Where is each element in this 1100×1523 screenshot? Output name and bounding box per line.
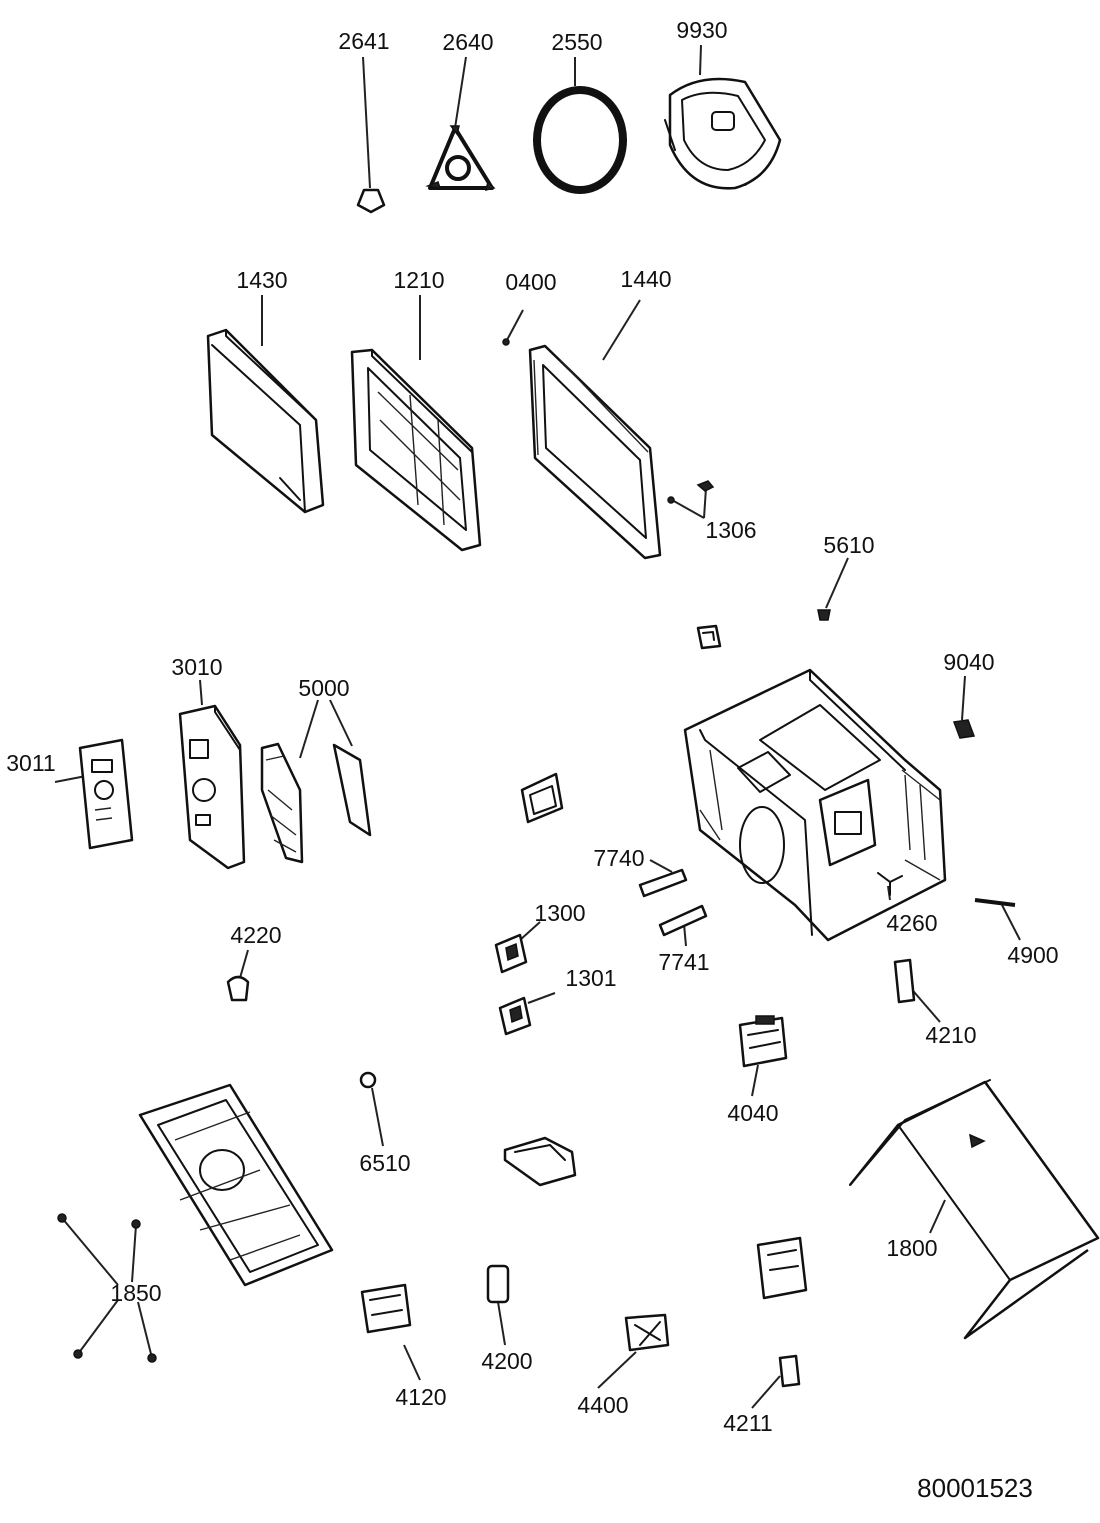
part-bracket-small bbox=[696, 624, 722, 650]
part-1430-door-front-glass bbox=[206, 295, 325, 514]
part-4200-capacitor bbox=[486, 1264, 510, 1346]
part-7741-bracket bbox=[658, 904, 708, 947]
part-2641-coupler bbox=[356, 56, 386, 214]
label-1306: 1306 bbox=[705, 517, 756, 543]
label-4260: 4260 bbox=[886, 910, 937, 936]
part-6510-fan-motor bbox=[359, 1071, 384, 1147]
label-4900: 4900 bbox=[1007, 942, 1058, 968]
part-waveguide-cover bbox=[520, 772, 564, 824]
part-4120-transformer bbox=[360, 1283, 421, 1381]
part-3011-control-label bbox=[54, 738, 134, 850]
part-4211-fuse bbox=[751, 1354, 801, 1409]
part-4400-fan bbox=[597, 1313, 670, 1389]
label-1301: 1301 bbox=[565, 965, 616, 991]
label-2641: 2641 bbox=[338, 28, 389, 54]
part-3010-control-panel bbox=[178, 679, 246, 870]
label-9040: 9040 bbox=[943, 649, 994, 675]
label-4040: 4040 bbox=[727, 1100, 778, 1126]
label-3011: 3011 bbox=[6, 750, 55, 776]
part-4040-magnetron bbox=[738, 1015, 788, 1097]
label-9930: 9930 bbox=[676, 17, 727, 43]
label-1440: 1440 bbox=[620, 266, 671, 292]
part-5610-sensor bbox=[817, 557, 849, 621]
label-6510: 6510 bbox=[359, 1150, 410, 1176]
label-4120: 4120 bbox=[395, 1384, 446, 1410]
part-9040-fuse bbox=[952, 675, 976, 739]
part-0400-screw bbox=[502, 309, 524, 346]
label-2640: 2640 bbox=[442, 29, 493, 55]
part-9930-steam-container bbox=[664, 44, 782, 190]
label-5610: 5610 bbox=[823, 532, 874, 558]
label-4220: 4220 bbox=[230, 922, 281, 948]
part-stirrer-bracket bbox=[503, 1136, 577, 1187]
part-4260-thermostat bbox=[877, 872, 903, 901]
part-1850-screws bbox=[57, 1213, 157, 1363]
part-1300-switch bbox=[494, 921, 541, 974]
label-4200: 4200 bbox=[481, 1348, 532, 1374]
part-2640-roller-support bbox=[425, 56, 496, 192]
label-2550: 2550 bbox=[551, 29, 602, 55]
label-1430: 1430 bbox=[236, 267, 287, 293]
label-7740: 7740 bbox=[593, 845, 644, 871]
label-1300: 1300 bbox=[534, 900, 585, 926]
label-4211: 4211 bbox=[723, 1410, 772, 1436]
part-2550-roller-ring bbox=[533, 57, 627, 194]
part-labels: 2641 2640 2550 9930 1430 1210 0400 1440 … bbox=[6, 17, 1058, 1503]
document-number: 80001523 bbox=[917, 1473, 1033, 1503]
label-4210: 4210 bbox=[925, 1022, 976, 1048]
label-0400: 0400 bbox=[505, 269, 556, 295]
part-4220-lamp bbox=[226, 949, 250, 1002]
part-1306-hinge bbox=[667, 480, 715, 519]
part-5000-pcb bbox=[260, 699, 372, 864]
label-1800: 1800 bbox=[886, 1235, 937, 1261]
part-7740-bracket bbox=[638, 859, 688, 898]
label-7741: 7741 bbox=[658, 949, 709, 975]
part-4210-fuse-holder bbox=[893, 958, 941, 1023]
label-1210: 1210 bbox=[393, 267, 444, 293]
part-1210-door-frame bbox=[350, 295, 482, 552]
part-1440-door-choke-frame bbox=[528, 299, 662, 560]
label-1850: 1850 bbox=[110, 1280, 161, 1306]
part-1800-outer-casing bbox=[849, 1079, 1100, 1340]
part-base-plate bbox=[138, 1083, 334, 1287]
part-motor-bracket bbox=[756, 1236, 808, 1300]
part-cavity-assembly bbox=[683, 668, 947, 942]
part-4900-cable bbox=[974, 898, 1021, 941]
label-3010: 3010 bbox=[171, 654, 222, 680]
label-4400: 4400 bbox=[577, 1392, 628, 1418]
label-5000: 5000 bbox=[298, 675, 349, 701]
part-1301-switch bbox=[498, 992, 556, 1036]
